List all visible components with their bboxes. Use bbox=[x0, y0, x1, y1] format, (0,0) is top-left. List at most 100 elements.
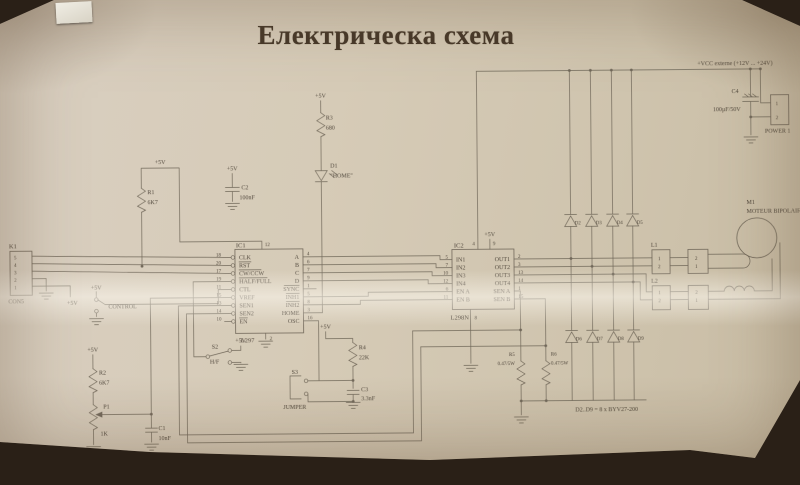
pin-number: 2 bbox=[695, 291, 698, 296]
pin-label: CW/CCW bbox=[239, 271, 264, 277]
pin-label: SEN2 bbox=[239, 311, 253, 317]
schematic-title: Електрическа схема bbox=[257, 20, 515, 50]
ref-label: K1 bbox=[9, 243, 17, 250]
resistors bbox=[88, 112, 551, 431]
diode-ref: D8 bbox=[618, 337, 625, 342]
pin-number: 2 bbox=[658, 299, 661, 304]
pin-label: C bbox=[295, 271, 299, 277]
pin-number: 16 bbox=[307, 316, 313, 321]
pin-number: 10 bbox=[443, 272, 449, 277]
pin-label: EN B bbox=[456, 297, 470, 303]
ref-label: L2 bbox=[651, 279, 658, 285]
switch-label: JUMPER bbox=[283, 405, 306, 411]
ref-label: R3 bbox=[326, 116, 333, 122]
motor-label: MOTEUR BIPOLAIRE bbox=[747, 208, 800, 215]
net-label: +5V bbox=[484, 232, 495, 238]
ref-label: R1 bbox=[147, 190, 154, 196]
pin-label: CLK bbox=[239, 255, 252, 261]
ref-label: C3 bbox=[361, 387, 368, 393]
component-labels: R1 6K7 R2 6K7 R3 680 R4 22K R5 0.47/5W R… bbox=[99, 89, 742, 442]
net-label: +5V bbox=[235, 338, 246, 344]
pin-label: B bbox=[295, 263, 299, 269]
ref-label: R6 bbox=[551, 353, 557, 358]
ref-label: IC1 bbox=[236, 242, 246, 249]
pin-number: 1 bbox=[14, 286, 17, 291]
ref-label: S2 bbox=[212, 345, 218, 351]
diode-ref: D2 bbox=[575, 221, 582, 226]
pin-label: D bbox=[295, 279, 300, 285]
pin-number: 13 bbox=[216, 302, 222, 307]
pin-number: 1 bbox=[518, 287, 521, 292]
diode-ref: D4 bbox=[617, 221, 624, 226]
ref-label: R4 bbox=[359, 345, 366, 351]
pin-number: 2 bbox=[14, 279, 17, 284]
pin-label: A bbox=[295, 255, 300, 261]
pin-number: 1 bbox=[695, 299, 698, 304]
pin-label: CTL bbox=[239, 287, 251, 293]
value-label: 0.47/5W bbox=[551, 362, 569, 367]
diode-note: D2..D9 = 8 x BYV27-200 bbox=[575, 407, 638, 414]
value-label: 6K7 bbox=[147, 200, 157, 206]
ref-label: C4 bbox=[732, 89, 739, 95]
pin-number: 6 bbox=[307, 260, 310, 265]
pin-number: 15 bbox=[518, 295, 524, 300]
switch-label: CONTROL bbox=[108, 304, 137, 310]
pin-label: IN4 bbox=[456, 281, 465, 287]
pin-number: 5 bbox=[445, 256, 448, 261]
value-label: 100µF/50V bbox=[713, 107, 742, 113]
pot-wiper-arrow bbox=[95, 411, 103, 418]
pin-number: 20 bbox=[216, 262, 222, 267]
pin-label: EN A bbox=[456, 289, 470, 295]
value-label: 1K bbox=[100, 432, 108, 438]
pin-label: INH1 bbox=[286, 295, 300, 301]
connector-k1: K1 CON5 5 4 3 2 1 bbox=[8, 243, 33, 305]
pin-label: IN2 bbox=[456, 265, 465, 271]
pin-number: 3 bbox=[518, 263, 521, 268]
pin-number: 3 bbox=[14, 271, 17, 276]
ref-label: D1 bbox=[330, 164, 337, 170]
pin-number: 11 bbox=[216, 286, 221, 291]
diode-ref: D6 bbox=[576, 337, 583, 342]
pin-number: 4 bbox=[307, 252, 310, 257]
pin-label: IN3 bbox=[456, 273, 465, 279]
pin-number: 14 bbox=[216, 310, 222, 315]
value-label: 10nF bbox=[159, 436, 172, 442]
pin-label: IN1 bbox=[456, 257, 465, 263]
ref-label: C2 bbox=[241, 185, 248, 191]
pin-number: 2 bbox=[776, 116, 779, 121]
pin-number: 12 bbox=[443, 280, 449, 285]
pin-number: 1 bbox=[776, 102, 779, 107]
part-label: L298N bbox=[450, 314, 469, 321]
pin-number: 11 bbox=[443, 296, 448, 301]
pin-label: SEN1 bbox=[239, 303, 253, 309]
pin-number: 2 bbox=[695, 257, 698, 262]
pin-label: OUT2 bbox=[495, 265, 510, 271]
led-d1-icon bbox=[314, 170, 328, 182]
value-label: 680 bbox=[326, 126, 335, 132]
freewheel-diodes: D2 D3 D4 D5 D6 D7 D8 D9 D2..D9 = 8 x BYV… bbox=[564, 69, 644, 414]
switch-label: H/F bbox=[210, 360, 220, 366]
net-label: +5V bbox=[87, 348, 98, 354]
switch-s2-half-full: S2 H/F bbox=[205, 345, 233, 366]
vcc-net-label: +VCC externe (+12V ... +24V) bbox=[697, 60, 772, 68]
part-label: L297 bbox=[241, 337, 256, 344]
pin-number: 7 bbox=[446, 264, 449, 269]
ref-label: M1 bbox=[746, 200, 754, 206]
pin-label: EN bbox=[240, 319, 249, 325]
pin-label: HALF/FULL bbox=[239, 279, 272, 285]
pin-number: 2 bbox=[658, 265, 661, 270]
pin-number: 17 bbox=[216, 270, 222, 275]
pin-label: SYNC bbox=[283, 287, 299, 293]
pin-number: 9 bbox=[493, 242, 496, 247]
value-label: 3.3nF bbox=[361, 396, 376, 402]
value-label: CON5 bbox=[8, 299, 24, 305]
switch-s1-control: CONTROL bbox=[94, 297, 137, 314]
pin-label: RST bbox=[239, 263, 250, 269]
value-label: 6K7 bbox=[99, 381, 109, 387]
pin-number: 19 bbox=[216, 278, 222, 283]
pin-number: 10 bbox=[216, 318, 222, 323]
ref-label: P1 bbox=[103, 405, 109, 411]
pin-label: OSC bbox=[288, 319, 300, 325]
